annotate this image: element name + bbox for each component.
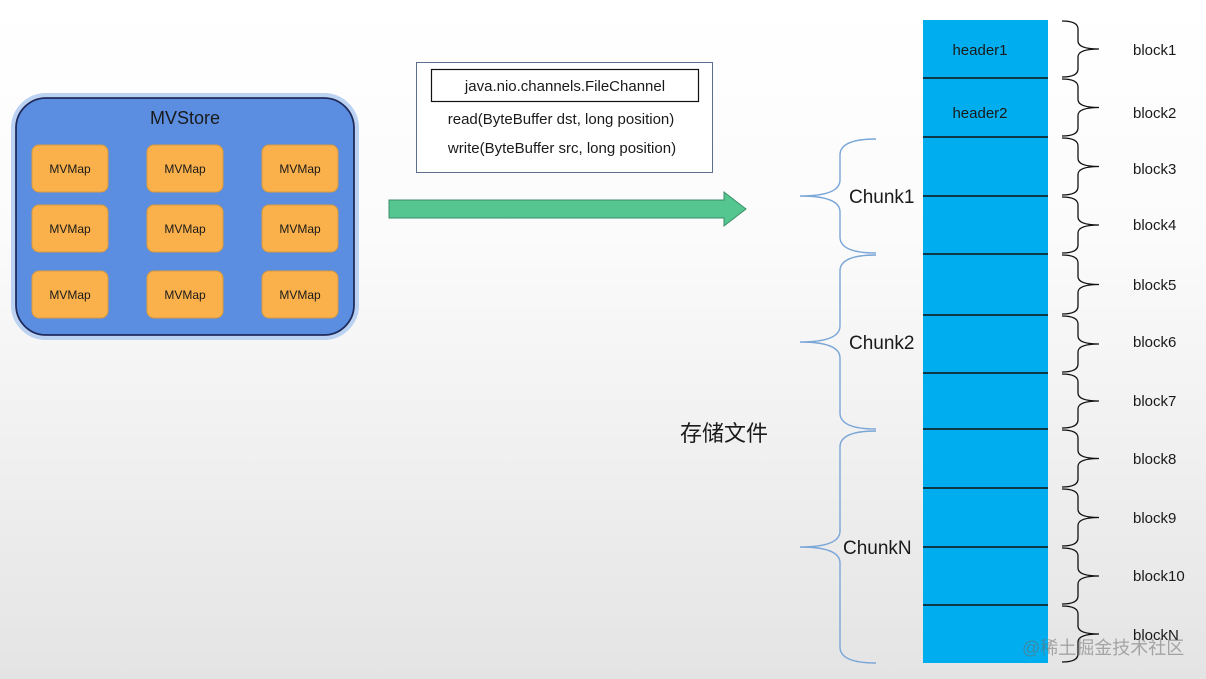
block-label: block10 <box>1133 568 1185 585</box>
mvmap-box <box>146 144 224 193</box>
storage-file-label: 存储文件 <box>680 421 768 446</box>
mvmap-label: MVMap <box>49 222 91 236</box>
mvmap-box <box>31 144 109 193</box>
block-labels: block1 block2 block3 block4 block5 block… <box>1133 42 1185 644</box>
header1-label: header1 <box>952 42 1007 59</box>
chunk-label: ChunkN <box>843 538 912 559</box>
mvmap-box <box>31 270 109 319</box>
mvmap-label: MVMap <box>279 222 321 236</box>
mvmap: MVMap <box>146 204 224 253</box>
block-label: blockN <box>1133 627 1179 644</box>
mvmap-box <box>261 204 339 253</box>
mvmap: MVMap <box>31 270 109 319</box>
block-brace <box>1061 20 1100 78</box>
block-brace <box>1061 137 1100 196</box>
mvmap-label: MVMap <box>49 162 91 176</box>
mvstore-glow <box>11 93 359 340</box>
mvmap: MVMap <box>146 144 224 193</box>
mvmap-box <box>146 270 224 319</box>
mvmap-box <box>261 144 339 193</box>
file-channel-class-frame <box>430 68 700 103</box>
flow-arrow <box>388 190 747 228</box>
file-channel-class-name: java.nio.channels.FileChannel <box>464 78 665 95</box>
block-brace <box>1061 488 1100 547</box>
mvmap-label: MVMap <box>164 162 206 176</box>
chunk-label: Chunk1 <box>849 187 915 208</box>
block-brace <box>1061 429 1100 488</box>
block-label: block4 <box>1133 217 1176 234</box>
block-brace <box>1061 78 1100 137</box>
block-braces <box>1061 20 1100 663</box>
mvmap: MVMap <box>261 144 339 193</box>
block-brace <box>1061 547 1100 605</box>
file-channel-write-method: write(ByteBuffer src, long position) <box>447 140 676 157</box>
chunk-brace <box>799 430 877 664</box>
mvmap: MVMap <box>261 204 339 253</box>
storage-file-body <box>923 20 1048 663</box>
block-label: block7 <box>1133 393 1176 410</box>
block-label: block3 <box>1133 161 1176 178</box>
mvmap-label: MVMap <box>164 288 206 302</box>
mvmap-label: MVMap <box>279 162 321 176</box>
block-brace <box>1061 254 1100 315</box>
chunk-brace <box>799 254 877 430</box>
block-brace <box>1061 315 1100 373</box>
block-brace <box>1061 373 1100 429</box>
chunk-brace <box>799 138 877 254</box>
file-channel-box: java.nio.channels.FileChannel read(ByteB… <box>416 62 713 173</box>
mvmap-box <box>146 204 224 253</box>
chunk-braces <box>799 138 877 664</box>
mvstore-container: MVStore MVMap MVMap MVMap MVMap MVMap MV… <box>11 93 359 340</box>
chunk-labels: Chunk1 Chunk2 ChunkN <box>843 187 915 559</box>
mvmap-label: MVMap <box>49 288 91 302</box>
header2-label: header2 <box>952 105 1007 122</box>
mvmap: MVMap <box>31 204 109 253</box>
chunk-label: Chunk2 <box>849 333 915 354</box>
block-label: block2 <box>1133 105 1176 122</box>
mvstore-title: MVStore <box>150 108 220 128</box>
watermark: @稀土掘金技术社区 <box>1022 638 1184 658</box>
block-brace <box>1061 196 1100 254</box>
block-label: block9 <box>1133 510 1176 527</box>
block-label: block8 <box>1133 451 1176 468</box>
file-channel-read-method: read(ByteBuffer dst, long position) <box>448 111 675 128</box>
mvmap-box <box>261 270 339 319</box>
mvmap: MVMap <box>146 270 224 319</box>
mvmap-box <box>31 204 109 253</box>
mvmap: MVMap <box>261 270 339 319</box>
storage-file-column: header1 header2 <box>923 20 1048 663</box>
mvmap-label: MVMap <box>279 288 321 302</box>
block-label: block1 <box>1133 42 1176 59</box>
block-brace <box>1061 605 1100 663</box>
block-label: block5 <box>1133 277 1176 294</box>
mvmap: MVMap <box>31 144 109 193</box>
mvmap-label: MVMap <box>164 222 206 236</box>
block-label: block6 <box>1133 334 1176 351</box>
